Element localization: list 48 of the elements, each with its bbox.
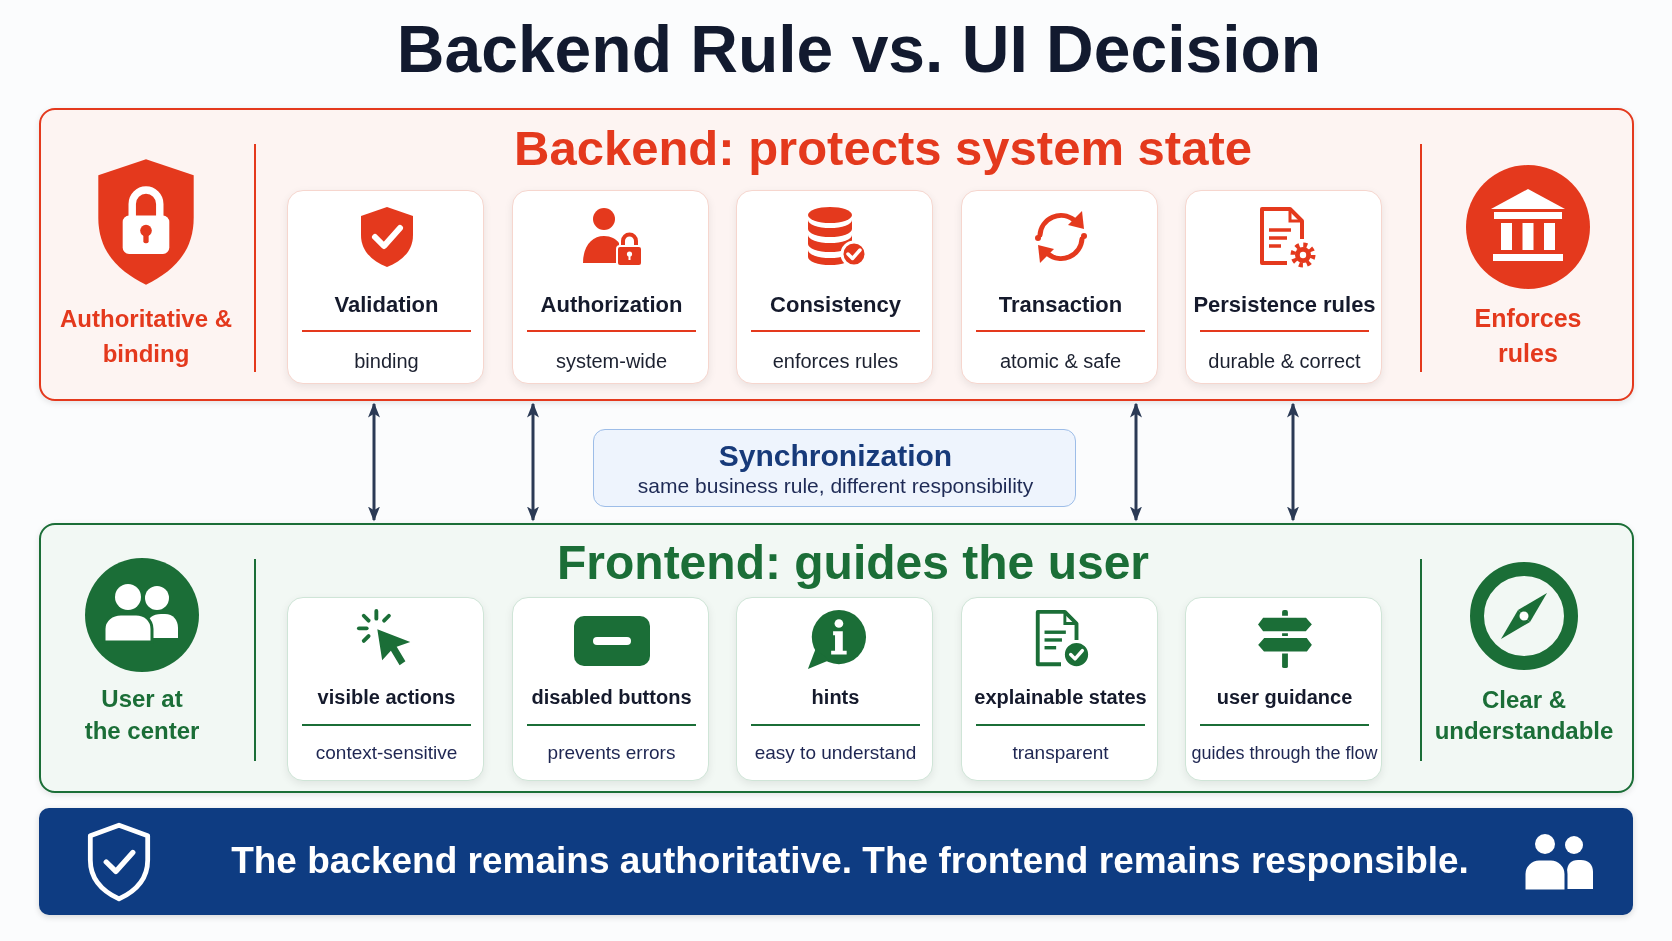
note-text: same business rule, different responsibility: [637, 473, 1034, 499]
card-subtitle: binding: [354, 349, 419, 373]
frontend-panel: [39, 523, 1634, 793]
card-title: visible actions: [317, 685, 456, 709]
card-title: Transaction: [998, 292, 1123, 318]
card-subtitle: atomic & safe: [999, 349, 1122, 373]
feature-card: [1185, 190, 1382, 384]
card-title: Authorization: [540, 292, 683, 318]
card-title: explainable states: [974, 685, 1147, 709]
footer-banner: [39, 808, 1633, 915]
card-subtitle: context-sensitive: [315, 742, 458, 764]
double-arrow: [527, 402, 539, 522]
card-title: Consistency: [770, 292, 901, 318]
card-subtitle: prevents errors: [547, 742, 676, 764]
side-caption: Clear & understandable: [1433, 685, 1615, 746]
feature-card: [736, 190, 933, 384]
card-title: hints: [811, 685, 860, 709]
side-caption: Authoritative & binding: [59, 304, 233, 369]
panel-heading: Backend: protects system state: [514, 119, 1252, 177]
card-title: Persistence rules: [1193, 292, 1376, 318]
feature-card: [512, 190, 709, 384]
card-title: user guidance: [1216, 685, 1353, 709]
card-subtitle: system-wide: [555, 349, 668, 373]
card-subtitle: transparent: [1012, 742, 1109, 764]
card-subtitle: easy to understand: [754, 742, 917, 764]
card-title: Validation: [334, 292, 439, 318]
backend-panel: [39, 108, 1634, 401]
feature-card: [512, 597, 709, 781]
feature-card: [961, 190, 1158, 384]
side-caption: Enforces rules: [1473, 303, 1583, 369]
note-panel: [593, 429, 1076, 507]
side-caption: User at the center: [83, 684, 201, 746]
feature-card: [287, 190, 484, 384]
double-arrow: [1287, 402, 1299, 522]
panel-heading: Frontend: guides the user: [557, 535, 1149, 591]
note-title: Synchronization: [718, 438, 953, 474]
card-subtitle: guides through the flow: [1191, 742, 1378, 764]
feature-card: [287, 597, 484, 781]
banner-text: The backend remains authoritative. The frontend remains responsible.: [231, 839, 1469, 883]
double-arrow: [1130, 402, 1142, 522]
page-title: Backend Rule vs. UI Decision: [396, 12, 1322, 88]
double-arrow: [368, 402, 380, 522]
feature-card: [736, 597, 933, 781]
card-title: disabled buttons: [531, 685, 692, 709]
feature-card: [1185, 597, 1382, 781]
feature-card: [961, 597, 1158, 781]
card-subtitle: durable & correct: [1208, 349, 1361, 373]
card-subtitle: enforces rules: [772, 349, 899, 373]
